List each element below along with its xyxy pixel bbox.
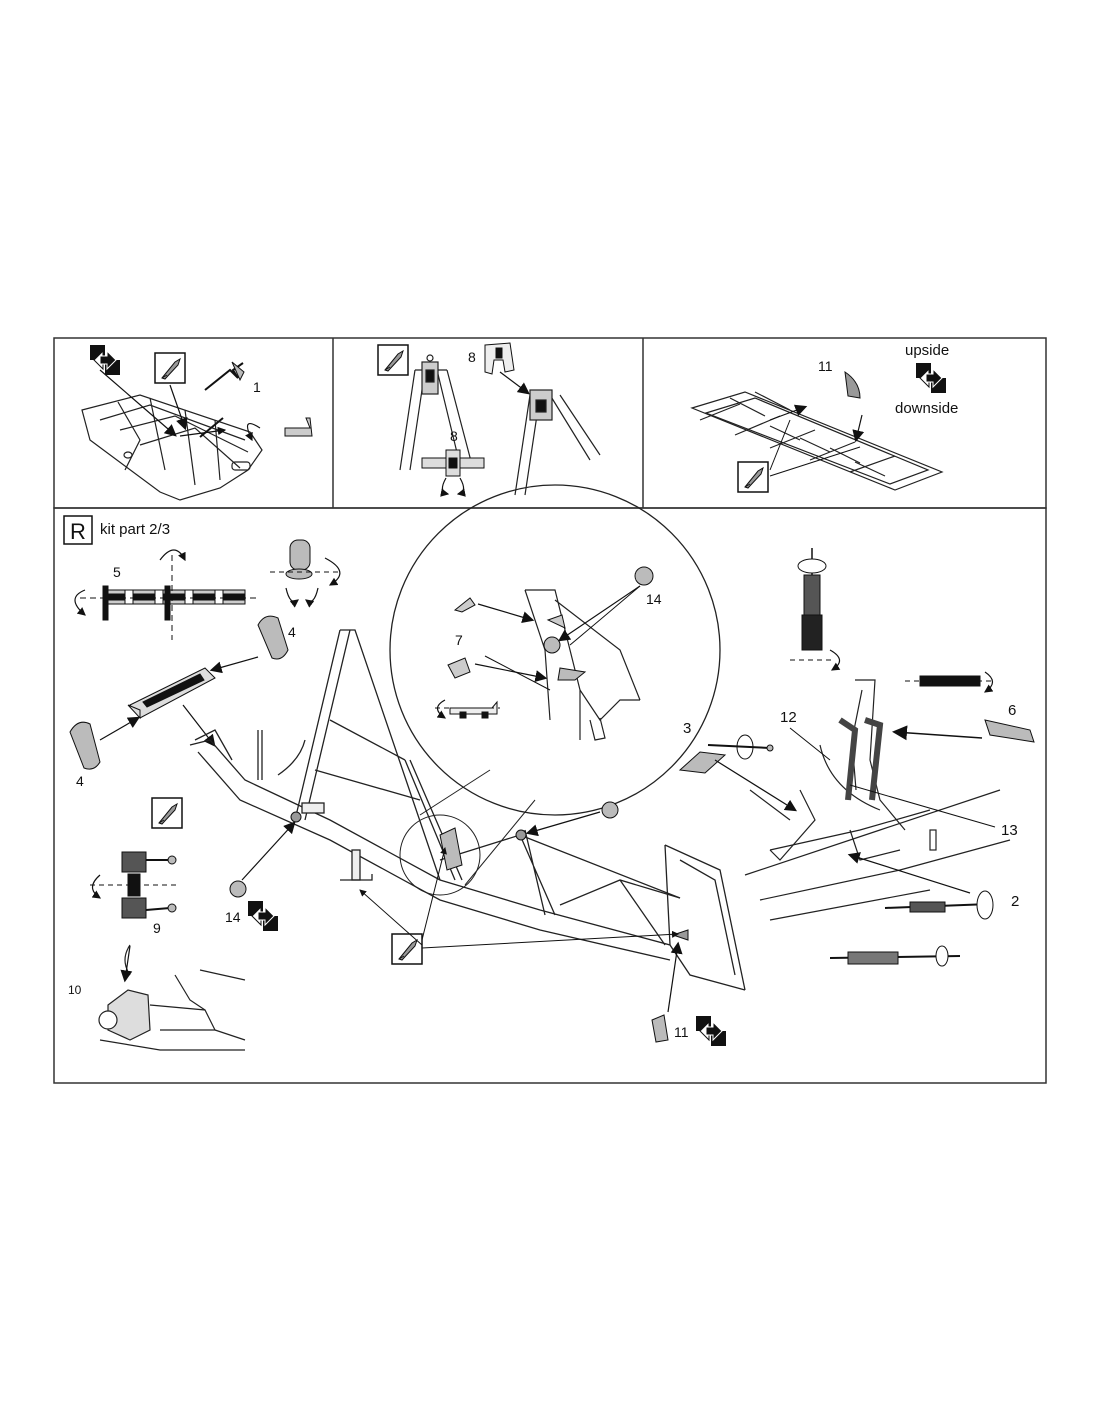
part-label: 1 (253, 379, 261, 395)
part-4-pad-upper (257, 615, 289, 660)
strut-drawing-right (514, 389, 601, 496)
top-row-frame (53, 337, 1047, 509)
part-label: 12 (780, 709, 797, 726)
control-stick-drawing (790, 548, 841, 671)
part-label: 8 (468, 349, 476, 365)
rib-panel-drawing (690, 391, 944, 491)
flip-over-icon (915, 362, 947, 394)
panel-top-right: upside downside 11 (690, 342, 958, 493)
part-4-pad-lower (69, 721, 101, 770)
cut-knife-icon (154, 352, 186, 384)
strut-drawing-left (399, 354, 473, 471)
cut-knife-icon (737, 461, 769, 493)
panel-top-left: 1 (81, 344, 313, 501)
belt-buckle (707, 734, 774, 760)
seat-pan-drawing (127, 667, 216, 720)
part-7-bracket (435, 699, 500, 719)
part-label: 4 (288, 624, 296, 640)
main-panel-frame (53, 507, 1047, 1084)
panel-main: R kit part 2/3 5 (63, 484, 1035, 1051)
seat-drawing (744, 679, 1011, 921)
orientation-bottom-label: downside (895, 400, 958, 417)
part-label: 2 (1011, 893, 1019, 910)
flip-over-icon (247, 900, 279, 932)
part-label: 14 (646, 591, 662, 607)
part-label: 10 (68, 983, 82, 997)
part-label: 5 (113, 564, 121, 580)
part-label: 11 (674, 1024, 689, 1040)
part-label: 11 (818, 358, 833, 374)
cut-knife-icon (377, 344, 409, 376)
cut-knife-icon (151, 797, 183, 829)
panel-top-middle: 8 8 (377, 342, 601, 497)
part-label: 7 (455, 632, 463, 648)
part-10-assembly (98, 944, 246, 1051)
part-label: 4 (76, 773, 84, 789)
section-letter: R (70, 519, 86, 544)
tail-surface-drawing (81, 394, 263, 501)
kit-part-label: kit part 2/3 (100, 521, 170, 538)
part-4-side-view (270, 539, 341, 608)
part-label: 8 (450, 428, 458, 444)
part-label: 13 (1001, 822, 1018, 839)
part-8-flat (421, 449, 485, 497)
fuselage-frame-drawing (189, 629, 746, 991)
part-label: 3 (683, 720, 691, 737)
part-9-rudder-pedal (90, 851, 180, 919)
part-label: 9 (153, 920, 161, 936)
part-8-bracket (484, 342, 515, 375)
part-6-plate (905, 671, 1035, 743)
part-5-strip (102, 585, 246, 621)
detail-magnifier (389, 484, 721, 896)
flip-over-icon (695, 1015, 727, 1047)
cut-knife-icon (391, 933, 423, 965)
flip-over-icon (89, 344, 121, 376)
part-2-belts (829, 890, 994, 967)
part-label: 14 (225, 909, 241, 925)
orientation-top-label: upside (905, 342, 949, 359)
part-label: 6 (1008, 702, 1016, 719)
